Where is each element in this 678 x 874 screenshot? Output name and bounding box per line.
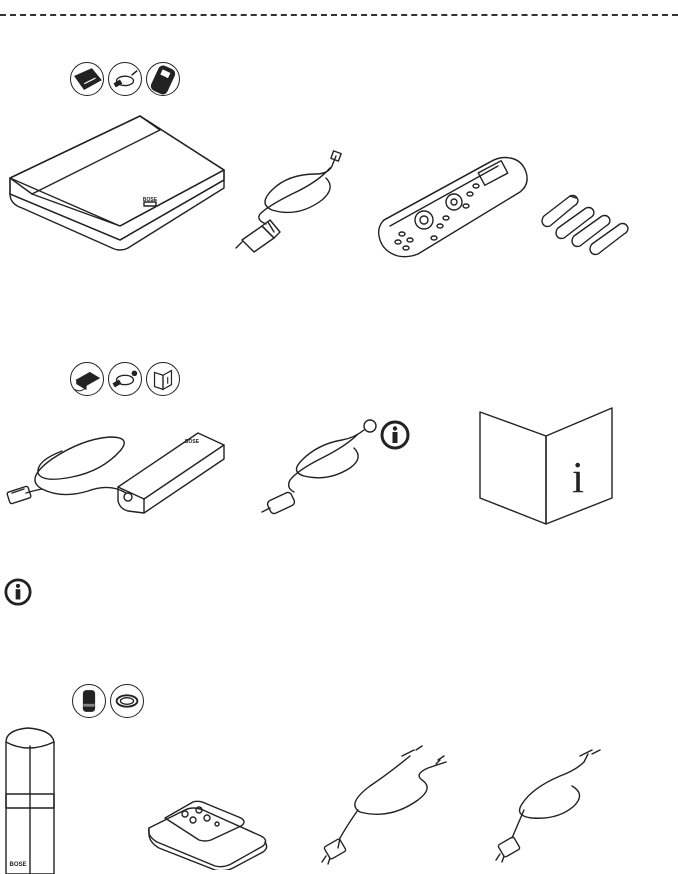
- hdmi-cable-thumb-icon: [108, 62, 142, 96]
- power-supply: BOSE: [2, 425, 230, 525]
- section-power-icons: [70, 362, 180, 396]
- section-speakers-icons: [72, 684, 144, 718]
- console-thumb-icon: [70, 62, 104, 96]
- owners-guide-info-letter: i: [572, 453, 584, 502]
- speaker-cable-dual: [318, 744, 452, 872]
- speaker-brand-label: BOSE: [9, 862, 26, 868]
- console-brand-label: BOSE: [143, 197, 158, 203]
- section-console-icons: [70, 62, 180, 96]
- universal-remote: [370, 148, 535, 266]
- hdmi-cable: [228, 148, 348, 263]
- remote-thumb-icon: [146, 62, 180, 96]
- info-icon-note: [4, 578, 32, 606]
- top-dashed-divider: [0, 14, 678, 16]
- speaker-cable-thumb-icon: [110, 684, 144, 718]
- info-icon: [380, 420, 410, 450]
- speaker-cable-single: [492, 748, 612, 872]
- power-supply-thumb-icon: [70, 362, 104, 396]
- speaker-base: [145, 796, 270, 870]
- console-unit: BOSE: [2, 108, 232, 258]
- aaa-batteries: [540, 190, 640, 256]
- manual-thumb-icon: [146, 362, 180, 396]
- speaker-thumb-icon: [72, 684, 106, 718]
- ac-power-cord: [258, 412, 386, 524]
- owners-guide: i: [470, 400, 620, 530]
- power-cord-thumb-icon: [108, 362, 142, 396]
- power-supply-brand-label: BOSE: [185, 439, 200, 445]
- speaker-array: BOSE: [0, 724, 60, 874]
